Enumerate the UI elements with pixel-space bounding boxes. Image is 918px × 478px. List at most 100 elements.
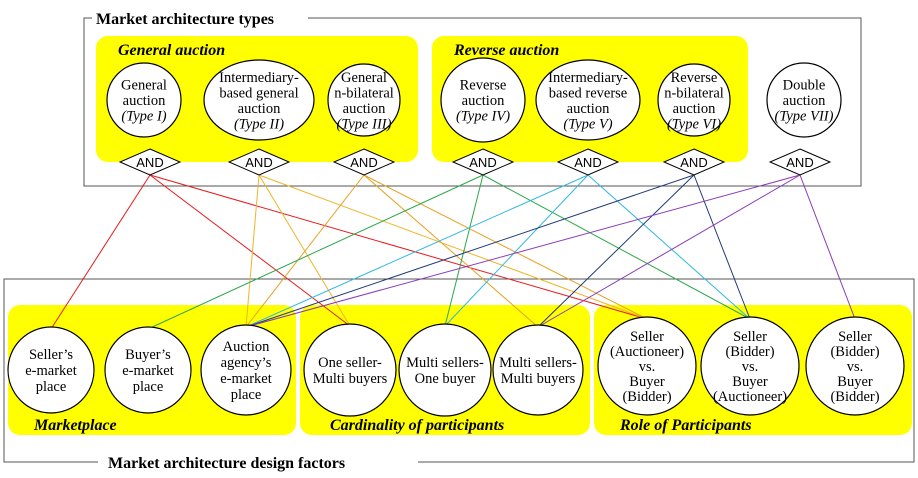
factor-name-line: e-market [25,363,77,379]
link-type1-seller_market [50,174,151,330]
link-type2-one_multi [258,174,351,327]
type-node-shape [766,62,842,138]
type-name-line: n-bilateral [334,85,394,101]
role-title: Role of Participants [619,417,752,434]
link-type2-seller_auctioneer [258,174,648,320]
factor-node-multi_multi: Multi sellers-Multi buyers [492,324,584,416]
general-auction-title: General auction [118,42,225,59]
and-connector [556,148,620,176]
link-type5-agency_market [245,174,589,328]
factor-node-seller_bidder_bidder: Seller(Bidder)vs.Buyer(Bidder) [805,316,905,416]
factor-name-line: Seller [838,329,872,345]
and-label: AND [350,155,377,170]
factors-frame [3,278,915,463]
and-connector [332,148,396,176]
type-name-line: based general [219,85,298,101]
factor-name-line: (Auctioneer) [713,389,787,405]
factor-name-line: Buyer’s [125,347,171,363]
and-label: AND [680,155,707,170]
and-connector [118,148,182,176]
type-name-line: auction [462,93,505,109]
type-name-line: auction [123,93,166,109]
link-type7-seller_bidder_bidder [799,174,856,320]
factor-name-line: e-market [220,371,272,387]
factor-name-line: (Bidder) [830,344,879,360]
type-name-line: based reverse [549,85,628,101]
factor-name-line: vs. [742,359,759,375]
factors-title-mask-bottom [98,452,418,472]
factor-name-line: One buyer [415,371,476,387]
and-connector [451,148,515,176]
type-label: (Type III) [337,116,392,132]
factor-name-line: (Auctioneer) [610,344,684,360]
factor-name-line: place [133,379,164,395]
link-type3-multi_multi [363,174,539,328]
factor-name-line: vs. [847,359,864,375]
factor-node-shape [805,316,905,416]
type-name-line: Intermediary- [219,70,299,86]
factor-node-shape [700,316,800,416]
link-type2-agency_market [245,174,260,328]
link-lines [50,174,856,330]
type-name-line: General [121,78,167,94]
factor-name-line: Multi buyers [501,371,576,387]
link-type4-seller_bidder_auctioneer [482,174,751,320]
and-label: AND [136,155,163,170]
type-node-shape [327,63,401,137]
cardinality-title: Cardinality of participants [330,417,504,434]
link-type4-buyer_market [147,174,484,330]
factor-node-shape [303,323,397,417]
link-type7-agency_market [245,174,801,328]
type-label: (Type II) [234,116,284,132]
factors-title-mask [92,8,308,28]
link-type1-seller_auctioneer [149,174,648,320]
type-name-line: auction [673,101,716,117]
factor-name-line: Buyer [629,374,665,390]
type-name-line: auction [567,101,610,117]
type-label: (Type I) [121,109,166,125]
type-name-line: Reverse [671,70,718,86]
link-type3-agency_market [245,174,365,328]
link-type6-agency_market [245,174,695,328]
type-label: (Type IV) [456,109,510,125]
factor-name-line: Buyer [837,374,873,390]
type-name-line: Intermediary- [548,70,628,86]
link-type5-seller_bidder_auctioneer [587,174,751,320]
types-frame-title: Market architecture types [96,11,274,28]
link-type5-multi_one [444,174,589,327]
factor-node-multi_one: Multi sellers-One buyer [398,323,492,417]
type-label: (Type VII) [775,109,834,125]
type-name-line: n-bilateral [664,85,724,101]
factor-node-shape [492,324,584,416]
type-node-shape [106,62,182,138]
factor-name-line: Seller [630,329,664,345]
type-node-shape [657,63,731,137]
factor-node-shape [398,323,492,417]
factor-name-line: (Bidder) [622,389,671,405]
factor-node-shape [104,326,192,414]
type-name-line: General [341,70,387,86]
factor-node-one_multi: One seller-Multi buyers [303,323,397,417]
factors-frame-title: Market architecture design factors [108,455,345,472]
factor-name-line: place [231,387,262,403]
and-label: AND [786,155,813,170]
types-frame [83,17,862,187]
marketplace-title: Marketplace [33,417,117,434]
type-node-shape [203,59,315,141]
type-label: (Type VI) [667,116,721,132]
factor-name-line: Seller’s [29,347,73,363]
and-connector [662,148,726,176]
type-name-line: auction [783,93,826,109]
link-type3-seller_auctioneer [363,174,648,320]
link-type7-multi_multi [537,174,801,328]
